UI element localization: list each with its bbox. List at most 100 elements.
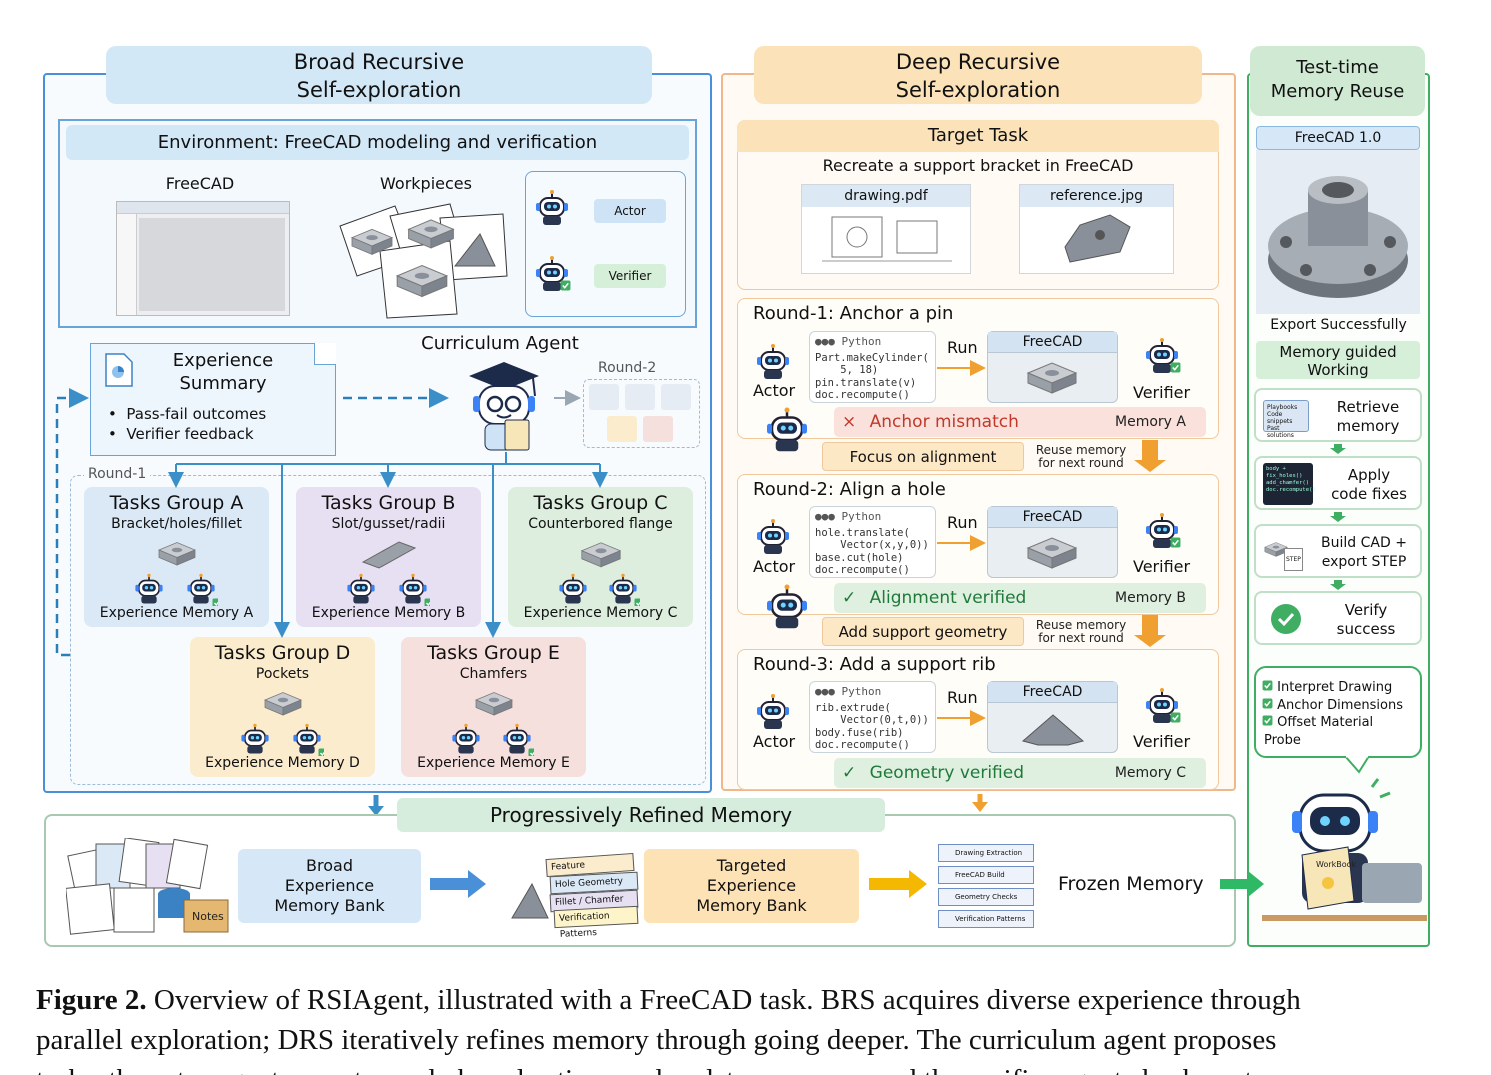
refined-memory-title: Progressively Refined Memory	[397, 798, 885, 832]
memory-tag: Memory C	[1114, 765, 1186, 781]
brs-title-line1: Broad Recursive	[293, 50, 465, 74]
run-label: Run	[947, 338, 978, 357]
frozen-memory-label: Frozen Memory	[1058, 873, 1204, 895]
checklist: Interpret Drawing Anchor Dimensions Offs…	[1262, 679, 1403, 749]
checklist-item: Anchor Dimensions	[1262, 697, 1403, 715]
summary-title-line2: Summary	[179, 373, 267, 394]
round2-thumb	[643, 416, 673, 442]
group-title: Tasks Group B	[321, 492, 456, 514]
memory-card: Verification Patterns	[553, 905, 639, 940]
checkbox-icon	[1262, 698, 1273, 709]
environment-title: Environment: FreeCAD modeling and verifi…	[66, 125, 689, 160]
notes-label: Notes	[192, 910, 224, 923]
notes-pile-illustration: Notes	[66, 838, 229, 935]
summary-item: • Pass-fail outcomes	[108, 405, 267, 423]
task-group-b: Tasks Group B Slot/gusset/radii Experien…	[296, 487, 481, 627]
group-title: Tasks Group C	[533, 492, 668, 514]
checklist-item: Probe	[1264, 732, 1301, 748]
reference-file-name: reference.jpg	[1020, 185, 1173, 207]
run-label: Run	[947, 688, 978, 707]
group-subtitle: Counterbored flange	[528, 516, 673, 532]
reading-robot-illustration: WorkBook	[1262, 778, 1427, 921]
group-title: Tasks Group E	[427, 642, 560, 664]
freecad-label: FreeCAD	[988, 507, 1117, 528]
actor-label: Actor	[753, 732, 796, 751]
memory-tag: Memory B	[1115, 590, 1186, 606]
result-text: Geometry verified	[869, 763, 1025, 783]
task-group-d: Tasks Group D Pockets Experience Memory …	[190, 637, 375, 777]
task-group-a: Tasks Group A Bracket/holes/fillet Exper…	[84, 487, 269, 627]
tmr-title-line1: Test-time	[1296, 57, 1379, 78]
summary-list: • Pass-fail outcomes • Verifier feedback	[108, 404, 266, 444]
verifier-label: Verifier	[1133, 383, 1191, 402]
caption-line1: Figure 2. Overview of RSIAgent, illustra…	[36, 984, 1301, 1016]
summary-title: Experience Summary	[150, 349, 296, 395]
actor-label: Actor	[753, 381, 796, 400]
brs-title-line2: Self-exploration	[296, 78, 462, 102]
step-apply-fixes: body +fix_holes()add_chamfer()doc.recomp…	[1254, 456, 1422, 510]
check-icon: ✓	[842, 588, 857, 608]
actor-label: Actor	[753, 557, 796, 576]
round2-result: ✓ Alignment verified Memory B	[834, 583, 1206, 613]
verifier-label: Verifier	[1133, 732, 1191, 751]
frozen-card: FreeCAD Build	[938, 866, 1034, 884]
workpieces-illustration	[339, 203, 508, 319]
checklist-item: Interpret Drawing	[1262, 679, 1403, 697]
freecad-label: FreeCAD	[988, 682, 1117, 703]
group-subtitle: Bracket/holes/fillet	[111, 516, 242, 532]
workpieces-label: Workpieces	[380, 174, 472, 193]
group-memory: Experience Memory A	[99, 605, 254, 621]
fail-icon: ×	[842, 412, 857, 432]
bracket-photo-icon	[1064, 214, 1131, 263]
verifier-badge: Verifier	[594, 264, 666, 288]
yellow-arrow	[869, 870, 927, 898]
memory-card-stack: Feature Anchoring Hole Geometry Fillet /…	[508, 852, 639, 940]
rib-part-icon	[1021, 714, 1085, 746]
group-memory: Experience Memory D	[205, 755, 360, 771]
hint-box: Add support geometry	[822, 617, 1024, 646]
step-build-export: STEP Build CAD +export STEP	[1254, 524, 1422, 578]
frozen-card: Drawing Extraction	[938, 844, 1034, 862]
summary-title-line1: Experience	[172, 350, 274, 371]
drs-flow-arrows	[937, 360, 1166, 812]
verifier-label: Verifier	[1133, 557, 1191, 576]
drawing-file-card: drawing.pdf	[801, 184, 971, 274]
group-memory: Experience Memory B	[311, 605, 466, 621]
checkbox-icon	[1262, 715, 1273, 726]
success-check-icon	[1271, 604, 1301, 634]
target-task-title: Target Task	[737, 120, 1219, 152]
freecad-label: FreeCAD	[988, 332, 1117, 353]
curriculum-agent-icon	[469, 362, 539, 451]
freecad-label: FreeCAD	[165, 174, 235, 193]
round3-title: Round-3: Add a support rib	[753, 654, 996, 675]
actor-badge: Actor	[594, 199, 666, 223]
round3-result: ✓ Geometry verified Memory C	[834, 758, 1206, 788]
run-label: Run	[947, 513, 978, 532]
round2-title: Round-2: Align a hole	[753, 479, 946, 500]
group-subtitle: Slot/gusset/radii	[331, 516, 446, 532]
tmr-title-line2: Memory Reuse	[1270, 81, 1405, 102]
export-status: Export Successfully	[1270, 317, 1407, 333]
brs-header: Broad Recursive Self-exploration	[106, 46, 652, 104]
task-group-e: Tasks Group E Chamfers Experience Memory…	[401, 637, 586, 777]
checkbox-icon	[1262, 680, 1273, 691]
result-text: Alignment verified	[869, 588, 1027, 608]
round1-result: × Anchor mismatch Memory A	[834, 407, 1206, 437]
group-memory: Experience Memory C	[523, 605, 678, 621]
drs-title-line1: Deep Recursive	[895, 50, 1061, 74]
code-terminal-icon: body +fix_holes()add_chamfer()doc.recomp…	[1263, 463, 1316, 505]
caption-line2: parallel exploration; DRS iteratively re…	[36, 1024, 1277, 1056]
checklist-item: Offset Material	[1262, 714, 1403, 732]
tmr-step-arrows	[1330, 444, 1346, 590]
brs-connector-arrows	[55, 388, 608, 816]
freecad-render: FreeCAD	[987, 506, 1118, 578]
round2-thumb	[589, 384, 619, 410]
group-subtitle: Chamfers	[459, 666, 528, 682]
